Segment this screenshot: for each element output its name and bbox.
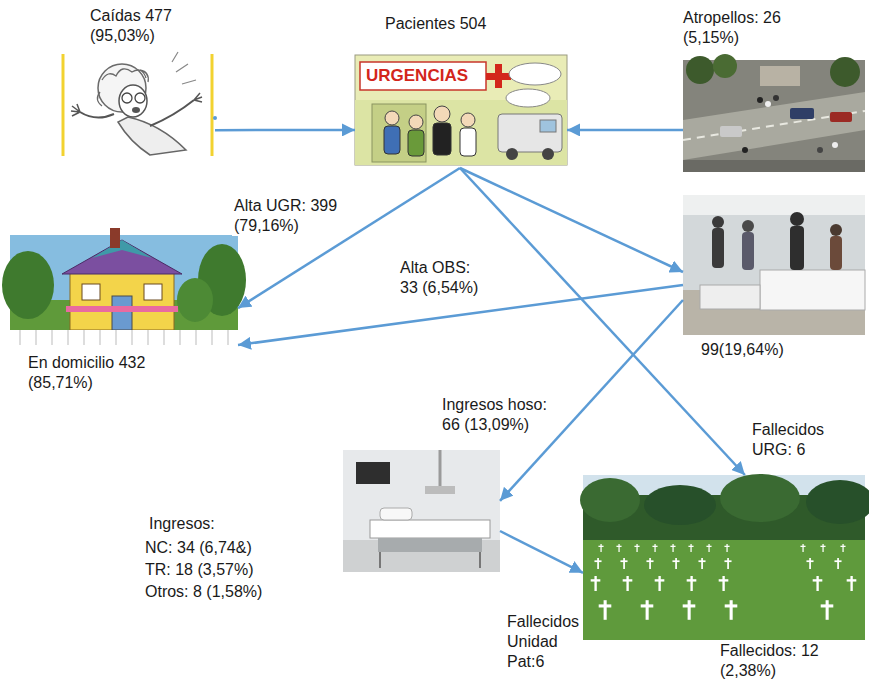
text-slot: TR: 18 (3,57%) <box>145 560 335 580</box>
flow-arrow <box>215 129 355 132</box>
text-slot: 99(19,64%) <box>701 340 851 360</box>
node-text: En domicilio 432 (85,71%) <box>28 353 178 393</box>
figure-node: Caídas 477 (95,03%) <box>60 4 215 156</box>
house-picture <box>2 228 246 345</box>
text-slot: Atropellos: 26 (5,15%) <box>683 8 808 48</box>
label-slot: Fallecidos URG: 6 <box>750 420 830 460</box>
flow-arrow <box>567 129 683 132</box>
text-slot: Pacientes 504 <box>385 14 555 34</box>
hospital-bed-photo <box>343 450 500 572</box>
label-slot: Fallecidos Unidad Pat:6 <box>505 612 583 672</box>
figure-node: En domicilio 432 (85,71%) <box>10 235 238 403</box>
observation-room-photo <box>683 195 865 335</box>
node-text: Pacientes 504 <box>385 14 555 34</box>
cemetery-photo <box>580 474 869 640</box>
emergency-cartoon <box>355 55 567 165</box>
figure-node: Atropellos: 26 (5,15%) <box>683 6 865 172</box>
node-text: 99(19,64%) <box>701 340 851 360</box>
figure-node: Fallecidos: 12 (2,38%) <box>583 475 865 683</box>
text-slot: Ingresos: <box>149 514 329 534</box>
street-photo <box>683 54 865 172</box>
node-text: Fallecidos: 12 (2,38%) <box>720 641 850 681</box>
edge-label: Alta UGR: 399 (79,16%) <box>232 196 350 236</box>
text-slot: Caídas 477 (95,03%) <box>90 6 190 46</box>
figure-node: Ingresos: NC: 34 (6,74&)TR: 18 (3,57%)Otr… <box>145 450 500 604</box>
sign-text: URGENCIAS <box>366 66 484 86</box>
node-text: Atropellos: 26 (5,15%) <box>683 8 808 48</box>
node-text: Ingresos: <box>149 514 329 534</box>
node-text: Otros: 8 (1,58%) <box>145 582 335 602</box>
label-slot: Ingresos hoso: 66 (13,09%) <box>440 395 555 435</box>
text-slot: NC: 34 (6,74&) <box>145 538 335 558</box>
node-text: TR: 18 (3,57%) <box>145 560 335 580</box>
text-slot: Fallecidos: 12 (2,38%) <box>720 641 850 681</box>
figure-node: 99(19,64%) <box>683 195 865 370</box>
flow-arrow <box>460 168 683 272</box>
falling-woman-cartoon <box>63 52 217 156</box>
node-text: Caídas 477 (95,03%) <box>90 6 190 46</box>
edge-label: Fallecidos URG: 6 <box>750 420 830 460</box>
label-slot: Alta UGR: 399 (79,16%) <box>232 196 350 236</box>
figure-node: Pacientes 504 <box>355 12 567 168</box>
flow-arrow <box>500 531 583 573</box>
label-slot: URGENCIAS <box>366 66 484 86</box>
text-slot: En domicilio 432 (85,71%) <box>28 353 178 393</box>
node-text: NC: 34 (6,74&) <box>145 538 335 558</box>
edge-label: Fallecidos Unidad Pat:6 <box>505 612 583 672</box>
edge-label: Ingresos hoso: 66 (13,09%) <box>440 395 555 435</box>
edge-label: Alta OBS: 33 (6,54%) <box>398 258 483 298</box>
text-slot: Otros: 8 (1,58%) <box>145 582 335 602</box>
label-slot: Alta OBS: 33 (6,54%) <box>398 258 483 298</box>
